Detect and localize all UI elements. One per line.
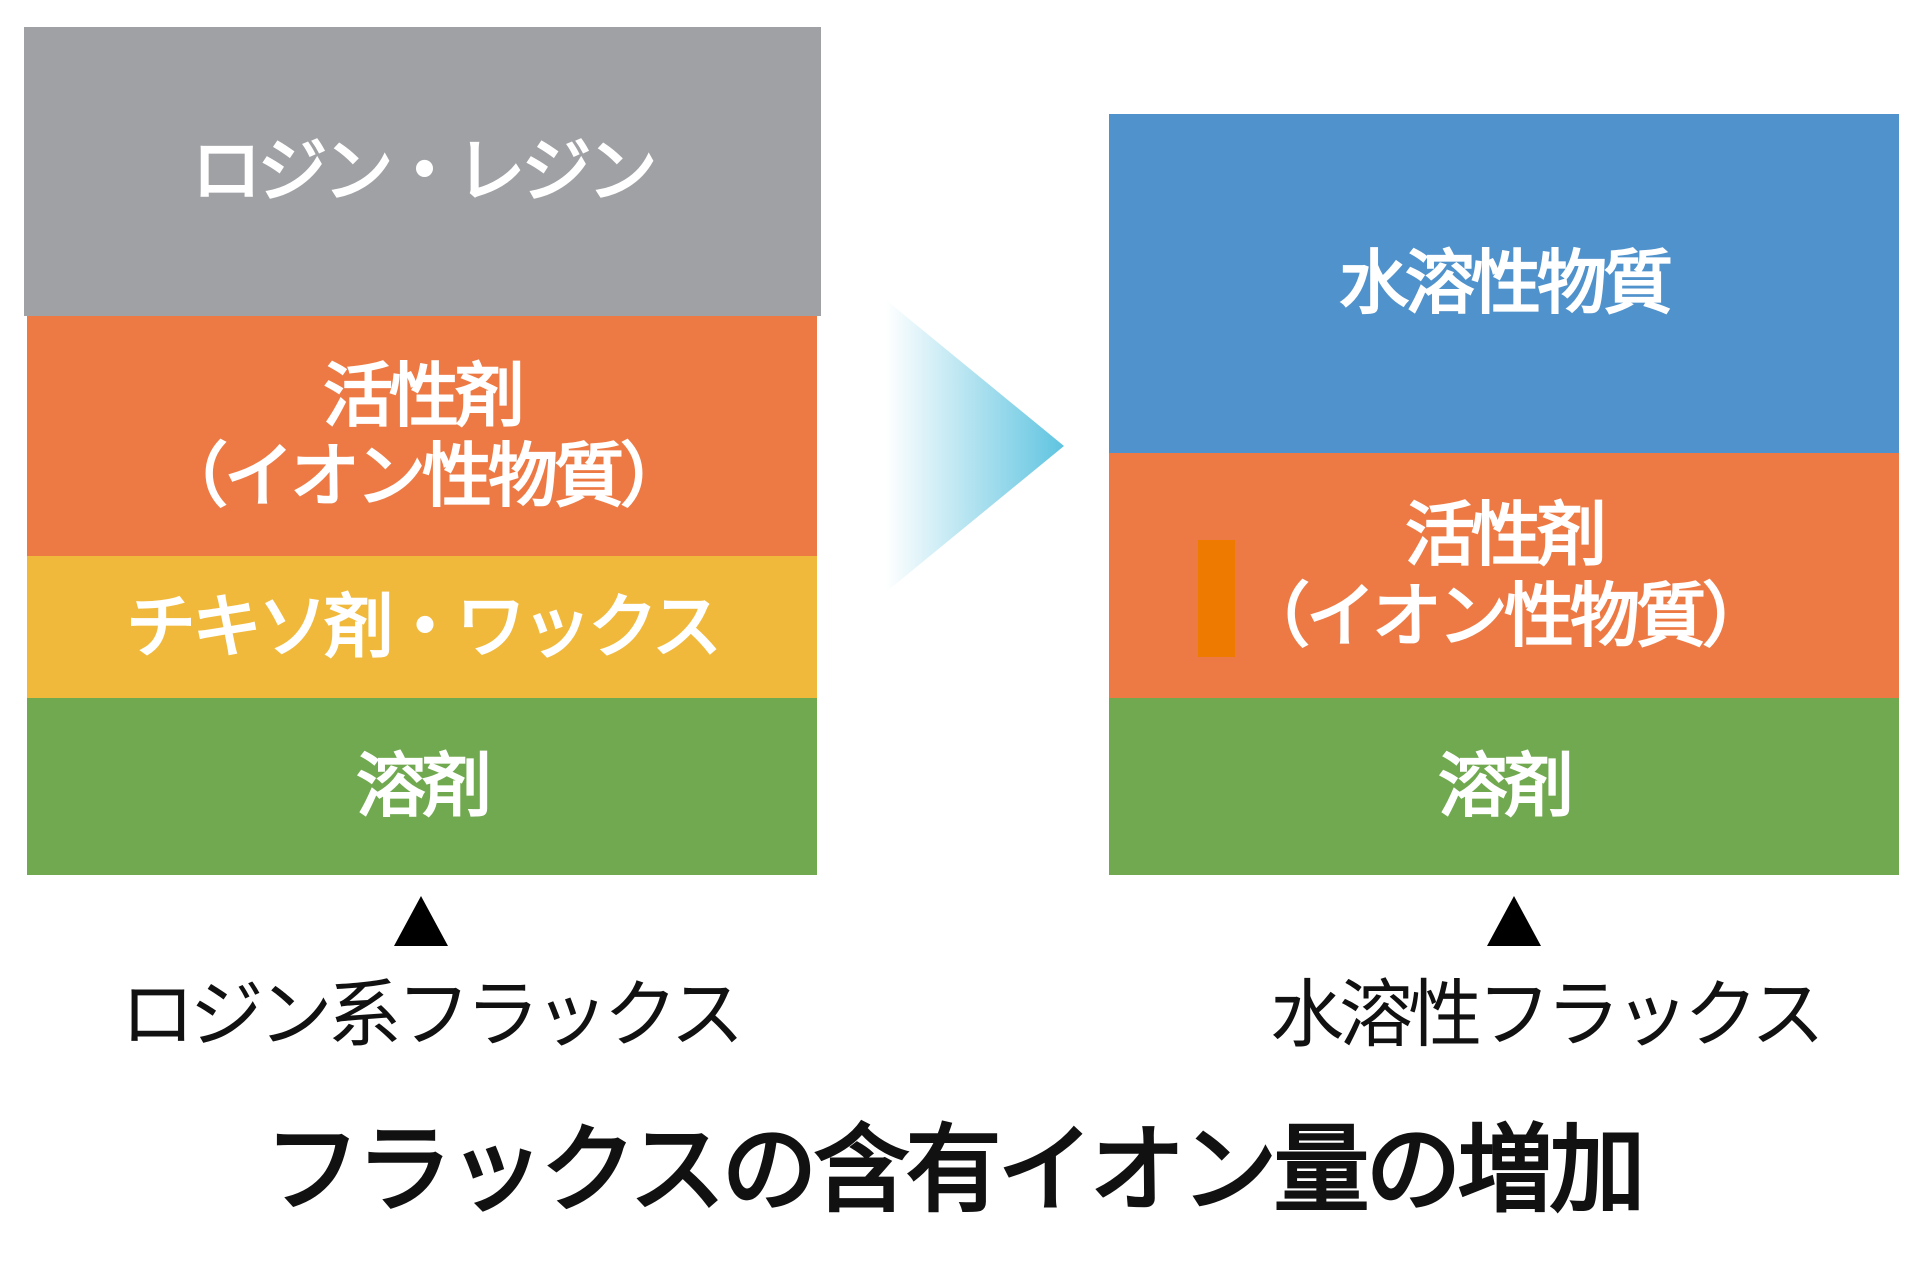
layer-activator: 活性剤（イオン性物質） [1109, 453, 1899, 698]
pointer-triangle-icon [1487, 896, 1541, 946]
layer-activator: 活性剤（イオン性物質） [27, 316, 817, 556]
layer-label: 活性剤 [1405, 494, 1607, 576]
caption-water-soluble-flux: 水溶性フラックス [1270, 972, 1825, 1058]
layer-thixotropic-wax: チキソ剤・ワックス [27, 556, 817, 698]
diagram-title: フラックスの含有イオン量の増加 [264, 1114, 1645, 1226]
layer-label: ロジン・レジン [191, 130, 658, 213]
pointer-triangle-icon [394, 896, 448, 946]
layer-label: 活性剤 [323, 354, 525, 437]
layer-sublabel: （イオン性物質） [1240, 574, 1772, 657]
arrow-right-icon [886, 300, 1064, 592]
layer-label: 溶剤 [1438, 745, 1574, 828]
highlight-mark [1198, 540, 1235, 657]
layer-water-soluble: 水溶性物質 [1109, 114, 1899, 453]
layer-label: 溶剤 [356, 745, 492, 828]
caption-rosin-flux: ロジン系フラックス [120, 972, 745, 1058]
layer-rosin-resin: ロジン・レジン [24, 27, 821, 316]
layer-solvent: 溶剤 [1109, 698, 1899, 875]
layer-solvent: 溶剤 [27, 698, 817, 875]
layer-sublabel: （イオン性物質） [158, 435, 690, 517]
layer-label: チキソ剤・ワックス [126, 585, 722, 668]
layer-label: 水溶性物質 [1339, 242, 1673, 325]
